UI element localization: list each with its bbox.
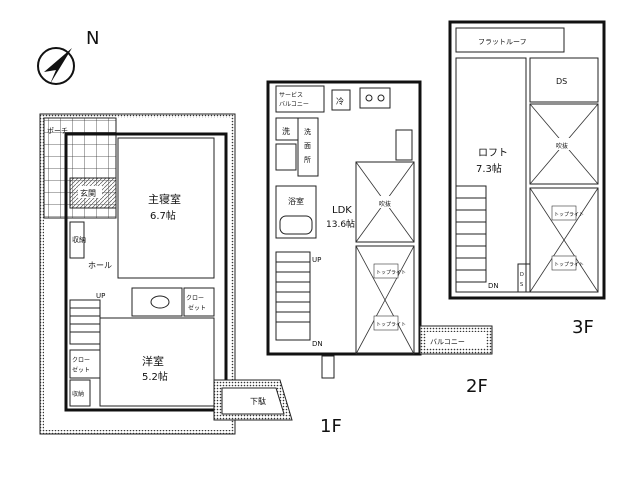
floor-label-2f: 2F (466, 376, 488, 397)
bathroom (275, 185, 317, 239)
storage-small (69, 379, 91, 407)
closet-western-label: クロー (72, 357, 90, 364)
floor-1f: ポーチ 主寝室 6.7帖 玄関 収納 ホール UP クロー ゼット (39, 113, 342, 437)
stairs-3f (455, 185, 487, 283)
dn-label-3f: DN (488, 282, 499, 290)
laundry-label-2: 面 (304, 142, 311, 150)
toplight-area (355, 245, 415, 355)
toplight-label-2: トップライト (376, 322, 406, 328)
service-balcony (275, 85, 325, 113)
ceiling-void-3f (529, 103, 599, 185)
bathtub-icon (279, 215, 313, 235)
toilet (131, 287, 183, 317)
ds-label: DS (556, 77, 567, 86)
flat-roof (455, 27, 565, 53)
compass-label: N (86, 28, 99, 49)
toplight-area-3f (529, 187, 599, 293)
master-bedroom (117, 137, 215, 279)
closet-western-label-2: ゼット (72, 366, 90, 374)
service-balcony-label-2: バルコニー (279, 101, 309, 108)
vanity (275, 143, 297, 171)
refrigerator (331, 89, 351, 111)
stair-door (321, 355, 335, 379)
toilet-icon (150, 295, 170, 309)
walls-1f (64, 132, 228, 412)
ceiling-label-3f: 吹抜 (556, 142, 568, 150)
service-balcony-label: サービス (279, 91, 303, 99)
ldk-size: 13.6帖 (326, 218, 355, 230)
north-arrow-icon (44, 48, 72, 84)
ds-small (517, 263, 531, 293)
laundry-label-1: 洗 (304, 127, 311, 136)
bath-label: 浴室 (288, 196, 304, 206)
floor-2f: サービス バルコニー 冷 洗 洗 面 所 浴室 LDK 13.6帖 吹抜 (266, 80, 493, 397)
closet-label: クロー (186, 295, 204, 302)
floor-label-1f: 1F (320, 416, 342, 437)
hall-label: ホール (88, 261, 112, 270)
compass: N (37, 28, 99, 85)
flat-roof-label: フラットルーフ (478, 38, 527, 46)
storage-small-label: 収納 (72, 390, 84, 398)
ds-3f (529, 57, 599, 103)
loft-size: 7.3帖 (476, 162, 502, 175)
ds-small-label-2: S (520, 282, 523, 288)
dn-label-2f: DN (312, 340, 323, 348)
loft (455, 57, 527, 293)
master-bedroom-label: 主寝室 (148, 192, 181, 206)
stairs-2f (275, 251, 311, 341)
refrigerator-label: 冷 (336, 96, 344, 106)
ds-small-label-1: D (520, 272, 524, 278)
closet-western (69, 349, 101, 379)
closet-1f (183, 287, 215, 317)
western-room-size: 5.2帖 (142, 370, 168, 383)
toplight-label-3f-1: トップライト (554, 212, 584, 218)
toplight-label-3f-2: トップライト (554, 262, 584, 268)
entrance-label: 玄関 (80, 188, 96, 198)
up-label-1f: UP (96, 292, 105, 300)
shoe-label: 下駄 (250, 396, 266, 406)
ceiling-void-2f (355, 161, 415, 243)
master-bedroom-size: 6.7帖 (150, 209, 176, 222)
storage-label: 収納 (72, 235, 86, 244)
laundry-room (297, 117, 319, 177)
closet-label-2: ゼット (188, 304, 206, 312)
loft-label: ロフト (478, 148, 508, 159)
porch-label: ポーチ (47, 127, 68, 135)
washroom-label: 洗 (282, 126, 290, 136)
ceiling-label-2f: 吹抜 (379, 200, 391, 208)
laundry-label-3: 所 (304, 155, 311, 164)
kitchen-sink (395, 129, 413, 161)
walls-3f (448, 20, 606, 300)
up-label-2f: UP (312, 256, 321, 264)
ldk-label: LDK (332, 205, 352, 216)
walls-2f (266, 80, 422, 356)
balcony-label: バルコニー (430, 338, 465, 346)
toplight-label-1: トップライト (376, 270, 406, 276)
western-room-label: 洋室 (142, 354, 164, 368)
floor-3f: フラットルーフ ロフト 7.3帖 DS 吹抜 トップライト トップライト DN … (448, 20, 606, 338)
storage-1f (69, 221, 85, 259)
stove-icon (359, 87, 391, 109)
floor-label-3f: 3F (572, 317, 594, 338)
